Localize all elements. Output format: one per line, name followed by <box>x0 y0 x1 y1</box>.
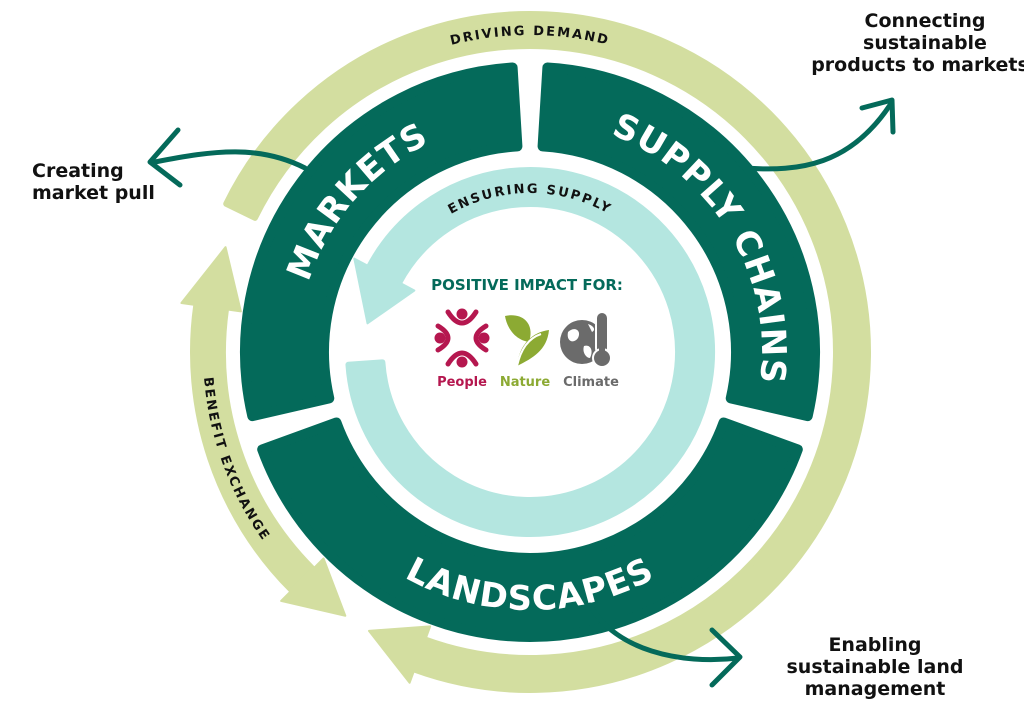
landscapes-callout: Enabling sustainable land management <box>760 634 990 700</box>
leaf-icon <box>505 315 549 367</box>
outer-arrowhead-down <box>280 557 347 617</box>
markets-segment <box>240 62 523 422</box>
people-label: People <box>437 375 487 390</box>
landscapes-segment <box>257 417 803 642</box>
callout-line: products to markets <box>811 54 1024 76</box>
outer-arrowhead <box>368 625 432 684</box>
nature-label: Nature <box>500 375 551 390</box>
callout-line: market pull <box>32 182 155 204</box>
callout-line: sustainable land <box>786 656 964 678</box>
supply-chains-callout-arrow <box>742 97 896 172</box>
markets-callout-arrow <box>147 127 308 188</box>
callout-line: sustainable <box>863 32 987 54</box>
climate-label: Climate <box>563 375 619 390</box>
inner-arrowhead <box>353 257 416 325</box>
supply-chains-segment <box>537 62 820 422</box>
landscapes-callout-arrow <box>587 602 743 688</box>
globe-thermometer-icon <box>560 311 612 368</box>
callout-line: Creating <box>32 160 124 182</box>
callout-line: management <box>804 678 946 700</box>
people-icon <box>434 308 490 368</box>
callout-line: Enabling <box>828 634 922 656</box>
callout-line: Connecting <box>864 10 986 32</box>
segment-ring <box>240 62 820 642</box>
markets-callout: Creating market pull <box>32 160 155 204</box>
outer-arrowhead-up <box>180 246 242 313</box>
inner-ring <box>345 167 715 537</box>
outer-ring <box>180 11 871 693</box>
inner-arc <box>345 167 715 537</box>
outer-arc-main <box>223 11 871 693</box>
impact-title: POSITIVE IMPACT FOR: <box>431 276 623 294</box>
supply-chains-callout: Connecting sustainable products to marke… <box>800 10 1024 76</box>
